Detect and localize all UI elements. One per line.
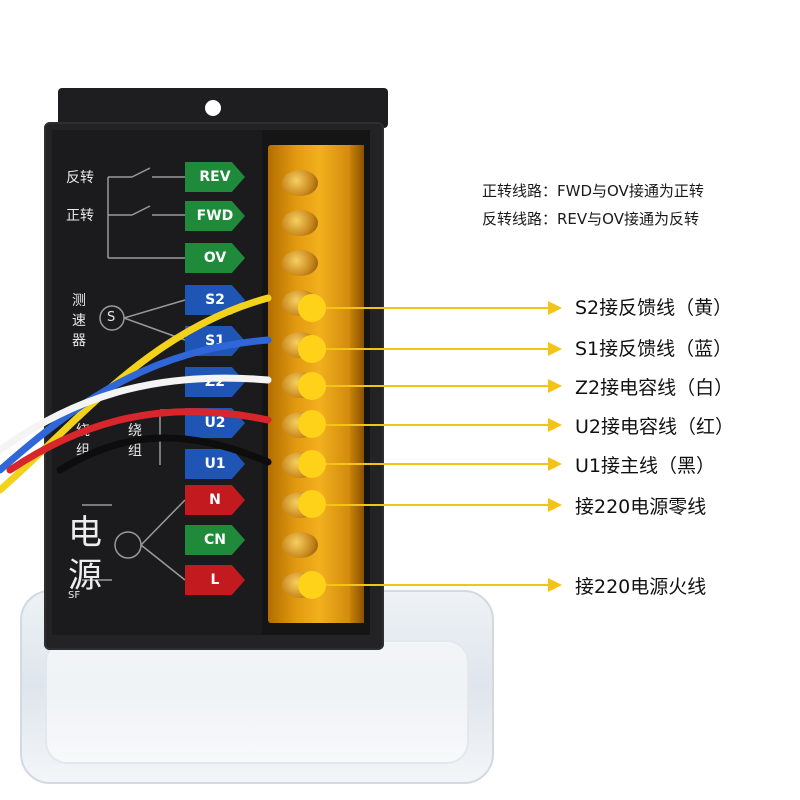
forward-label: 正转 <box>66 208 94 224</box>
arrow-icon <box>548 379 562 393</box>
tag-l: L <box>185 565 245 595</box>
tach-label-1: 测 <box>72 293 86 309</box>
marker-dot-s2 <box>298 294 326 322</box>
marker-dot-l <box>298 571 326 599</box>
mounting-plate <box>58 88 388 128</box>
mounting-hole <box>205 100 221 116</box>
callout-u1: U1接主线（黑） <box>575 455 715 477</box>
terminal-screw <box>282 532 318 558</box>
arrow-icon <box>548 418 562 432</box>
tag-n: N <box>185 485 245 515</box>
tach-label-2: 速 <box>72 313 86 329</box>
power-label-2: 源 <box>68 556 102 596</box>
terminal-cover-edge <box>350 145 364 623</box>
reverse-label: 反转 <box>66 170 94 186</box>
tach-symbol: S <box>107 310 116 325</box>
tag-u1: U1 <box>185 449 245 479</box>
tag-cn: CN <box>185 525 245 555</box>
winding-b-label-2: 组 <box>128 443 142 459</box>
arrow-icon <box>548 578 562 592</box>
arrow-icon <box>548 301 562 315</box>
terminal-screw <box>282 210 318 236</box>
tag-fwd: FWD <box>185 201 245 231</box>
arrow-icon <box>548 498 562 512</box>
callout-line-s2 <box>326 307 551 309</box>
callout-neutral: 接220电源零线 <box>575 496 707 518</box>
callout-live: 接220电源火线 <box>575 576 707 598</box>
marker-dot-u1 <box>298 450 326 478</box>
marker-dot-s1 <box>298 335 326 363</box>
acrylic-stand-inner <box>45 640 469 764</box>
callout-s2: S2接反馈线（黄） <box>575 297 733 319</box>
callout-s1: S1接反馈线（蓝） <box>575 338 733 360</box>
tach-label-3: 器 <box>72 333 86 349</box>
terminal-screw <box>282 250 318 276</box>
terminal-screw <box>282 170 318 196</box>
note-forward: 正转线路：FWD与OV接通为正转 <box>482 182 704 200</box>
callout-line-s1 <box>326 348 551 350</box>
sf-label: SF <box>68 590 81 601</box>
arrow-icon <box>548 342 562 356</box>
callout-line-n <box>326 504 551 506</box>
arrow-icon <box>548 457 562 471</box>
tag-rev: REV <box>185 162 245 192</box>
marker-dot-n <box>298 490 326 518</box>
winding-b-label-1: 绕 <box>128 423 142 439</box>
callout-line-z2 <box>326 385 551 387</box>
marker-dot-u2 <box>298 410 326 438</box>
note-reverse: 反转线路：REV与OV接通为反转 <box>482 210 699 228</box>
tag-ov: OV <box>185 243 245 273</box>
marker-dot-z2 <box>298 372 326 400</box>
power-label-1: 电 <box>68 513 102 553</box>
callout-line-u1 <box>326 463 551 465</box>
callout-u2: U2接电容线（红） <box>575 416 734 438</box>
callout-line-u2 <box>326 424 551 426</box>
callout-line-l <box>326 584 551 586</box>
callout-z2: Z2接电容线（白） <box>575 377 734 399</box>
